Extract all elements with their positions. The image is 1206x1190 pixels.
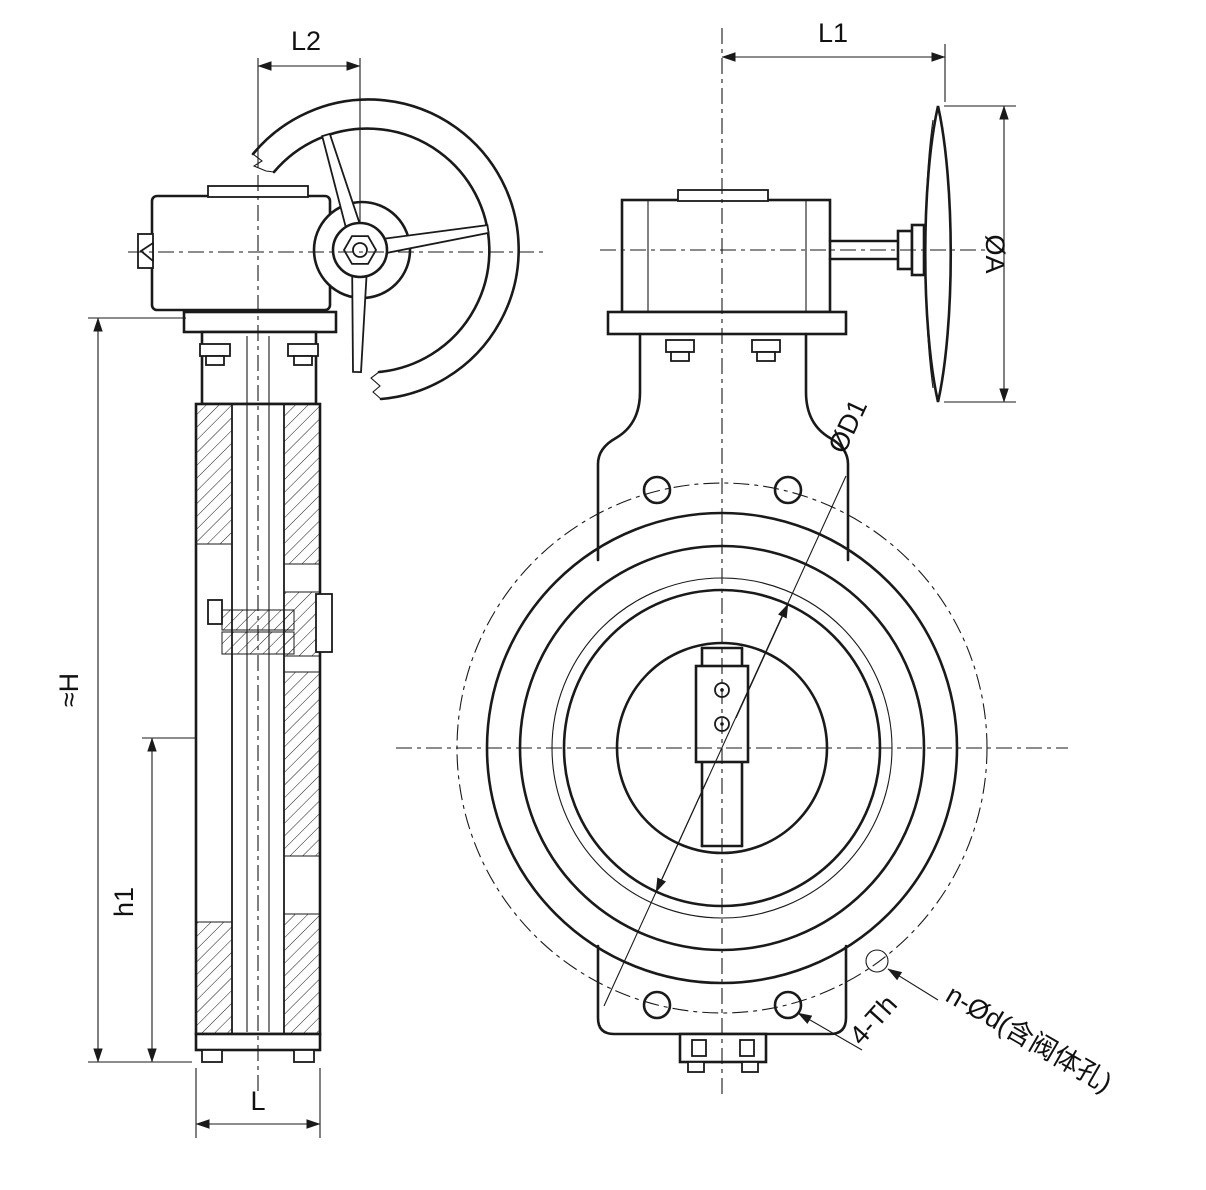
- dimension-label-l2: L2: [291, 26, 321, 56]
- dimension-label-oa: ØA: [980, 234, 1010, 273]
- bolt-icon: [199, 343, 231, 357]
- dimension-label-h1: h1: [109, 887, 139, 917]
- break-line: [370, 371, 382, 400]
- valve-body-side: [194, 336, 333, 1063]
- dimension-label-four-th: 4-Th: [844, 989, 903, 1050]
- lug-hole: [642, 475, 672, 505]
- bolt-icon: [691, 1039, 707, 1057]
- neck-side: [182, 310, 338, 406]
- bottom-assembly-front: [596, 944, 848, 1073]
- bolt-icon: [751, 339, 781, 353]
- side-view: [137, 98, 520, 1063]
- gearbox-front: [620, 198, 832, 314]
- handwheel-side: [251, 98, 520, 401]
- hub-bore: [352, 242, 368, 258]
- bolt-icon: [205, 355, 225, 366]
- lug-hole: [773, 475, 803, 505]
- side-boss: [315, 593, 333, 653]
- section-hatch: [283, 403, 321, 565]
- dimension-label-l: L: [250, 1086, 265, 1116]
- dimension-label-approx-h: ≈H: [54, 673, 84, 707]
- bolt-hole-callout-circle: [865, 949, 889, 973]
- bolt-icon: [670, 351, 690, 362]
- mounting-plate: [606, 310, 848, 336]
- dimension-label-od1: ØD1: [823, 395, 874, 458]
- bolt-icon: [756, 351, 776, 362]
- top-assembly-front: [596, 189, 850, 562]
- dimension-h1: h1: [109, 737, 196, 1063]
- dimension-oa: ØA: [944, 105, 1016, 403]
- gland-bolt-icon: [207, 599, 223, 625]
- handwheel-rim-inner: [272, 127, 491, 374]
- dimension-l1: L1: [721, 18, 946, 102]
- section-hatch: [283, 671, 321, 857]
- neck-right-edge: [804, 332, 850, 562]
- handwheel-rim-outer: [251, 98, 520, 401]
- lug-hole: [642, 990, 672, 1020]
- dimension-n-od: n-Ød(含阀体孔): [865, 949, 1117, 1098]
- dimension-label-n-od: n-Ød(含阀体孔): [941, 979, 1117, 1098]
- dimension-l: L: [195, 1068, 321, 1138]
- bolt-icon: [665, 339, 695, 353]
- section-hatch: [195, 921, 233, 1035]
- bolt-icon: [287, 343, 319, 357]
- dimension-four-th: 4-Th: [797, 989, 903, 1051]
- dimension-l2: L2: [257, 26, 361, 222]
- bolt-icon: [739, 1039, 755, 1057]
- neck-left-edge: [596, 332, 642, 562]
- section-hatch: [195, 403, 233, 545]
- foot: [293, 1049, 315, 1063]
- section-hatch: [283, 913, 321, 1035]
- foot: [687, 1061, 705, 1073]
- lug-hole: [773, 990, 803, 1020]
- break-line: [252, 153, 275, 173]
- foot: [201, 1049, 223, 1063]
- dimension-label-l1: L1: [818, 18, 848, 48]
- handwheel-edge-view: [828, 105, 953, 403]
- centerlines: [128, 28, 1068, 1098]
- hub-nut-icon: [342, 235, 378, 265]
- foot: [741, 1061, 759, 1073]
- dimension-approx-h: ≈H: [54, 317, 192, 1063]
- bolt-icon: [293, 355, 313, 366]
